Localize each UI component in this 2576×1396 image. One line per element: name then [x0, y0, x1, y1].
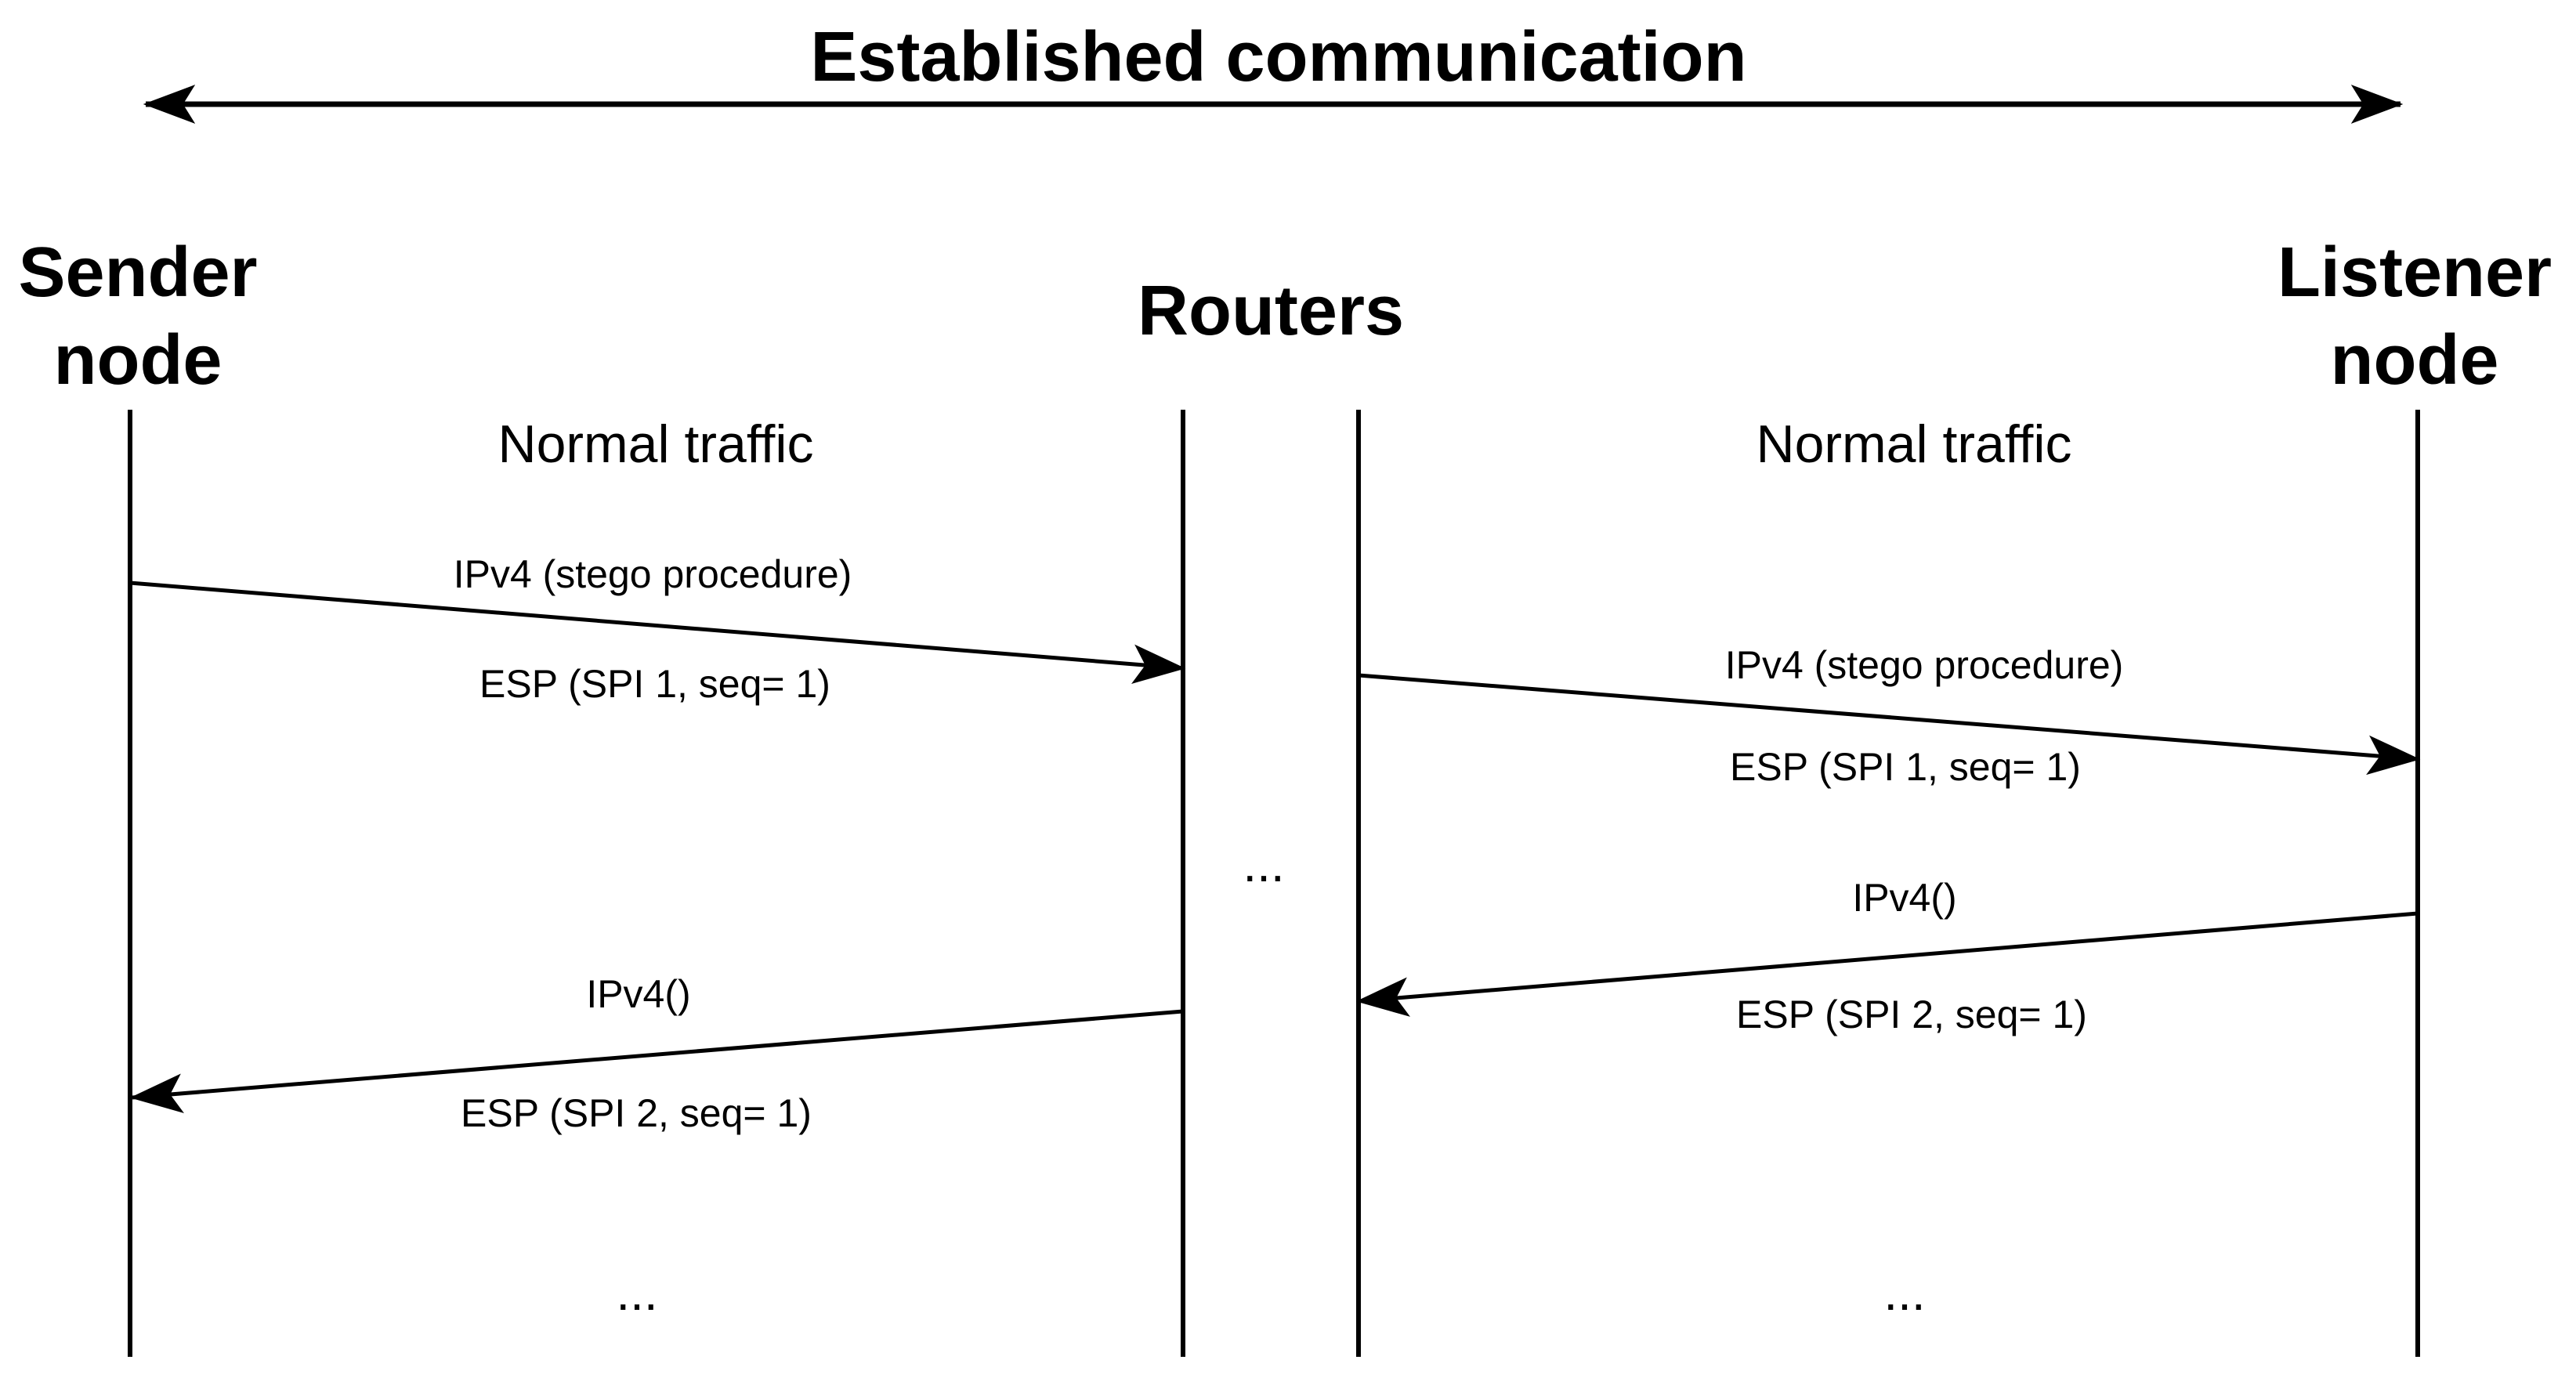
message-arrow-1 — [129, 580, 1186, 685]
routers-label: Routers — [1138, 272, 1404, 350]
listener-node-label-line2: node — [2331, 321, 2499, 400]
message-3-label-bottom: ESP (SPI 2, seq= 1) — [1736, 993, 2087, 1036]
message-arrow-4 — [129, 1009, 1184, 1113]
message-arrow-2 — [1358, 673, 2421, 776]
listener-node-label-line1: Listener — [2278, 233, 2552, 312]
sender-node-label-line1: Sender — [18, 233, 257, 312]
message-3-label-top: IPv4() — [1852, 876, 1956, 920]
message-1-label-top: IPv4 (stego procedure) — [454, 552, 852, 596]
message-1-label-bottom: ESP (SPI 1, seq= 1) — [479, 662, 830, 706]
ellipsis-right: ... — [1883, 1264, 1925, 1321]
message-4-label-top: IPv4() — [586, 972, 690, 1016]
message-4-label-bottom: ESP (SPI 2, seq= 1) — [461, 1091, 812, 1135]
message-2-label-bottom: ESP (SPI 1, seq= 1) — [1730, 745, 2081, 789]
message-2-label-top: IPv4 (stego procedure) — [1725, 643, 2124, 687]
normal-traffic-label-right: Normal traffic — [1756, 414, 2071, 474]
ellipsis-middle: ... — [1243, 836, 1284, 892]
ellipsis-left: ... — [616, 1264, 657, 1321]
sender-node-label-line2: node — [54, 321, 223, 400]
normal-traffic-label-left: Normal traffic — [497, 414, 813, 474]
message-arrow-3 — [1355, 911, 2419, 1017]
page-title: Established communication — [810, 18, 1746, 96]
